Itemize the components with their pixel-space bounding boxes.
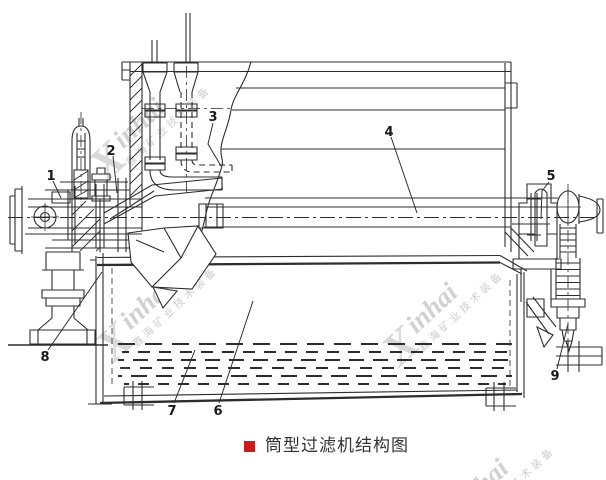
shaft-group — [8, 197, 596, 228]
drum-group — [121, 61, 518, 253]
watermark-brand: inhai — [400, 277, 464, 339]
internal-piping-group — [142, 13, 233, 196]
part-labels: 1 2 3 4 5 6 7 8 9 — [40, 110, 559, 419]
part-label-2: 2 — [106, 144, 115, 159]
figure-caption: 筒型过滤机结构图 — [244, 436, 409, 456]
discharge-chute — [127, 203, 224, 310]
red-square-bullet-icon — [244, 440, 255, 452]
part-label-1: 1 — [46, 169, 55, 184]
part-label-3: 3 — [208, 110, 217, 125]
drain-stub-right — [485, 382, 516, 411]
leader-lines — [47, 122, 569, 404]
drain-stub-left — [123, 381, 154, 410]
watermark-brand: inhai — [107, 92, 171, 154]
xinhai-watermark-bottom-right: X inhai 鑫海矿业技术装备 — [451, 444, 558, 480]
right-bearing-group — [504, 183, 604, 357]
caption-text: 筒型过滤机结构图 — [265, 436, 409, 455]
tank-group — [88, 253, 603, 411]
part-label-8: 8 — [40, 350, 49, 365]
watermark-brand: inhai — [451, 453, 515, 480]
part-label-7: 7 — [167, 404, 176, 419]
part-label-5: 5 — [546, 169, 555, 184]
part-label-6: 6 — [213, 404, 222, 419]
left-valve-head-group — [8, 112, 224, 346]
break-line — [196, 61, 252, 253]
part-label-4: 4 — [384, 125, 393, 140]
xinhai-watermark-top-left: X inhai 鑫海矿业技术装备 — [77, 83, 214, 192]
part-label-9: 9 — [550, 369, 559, 384]
